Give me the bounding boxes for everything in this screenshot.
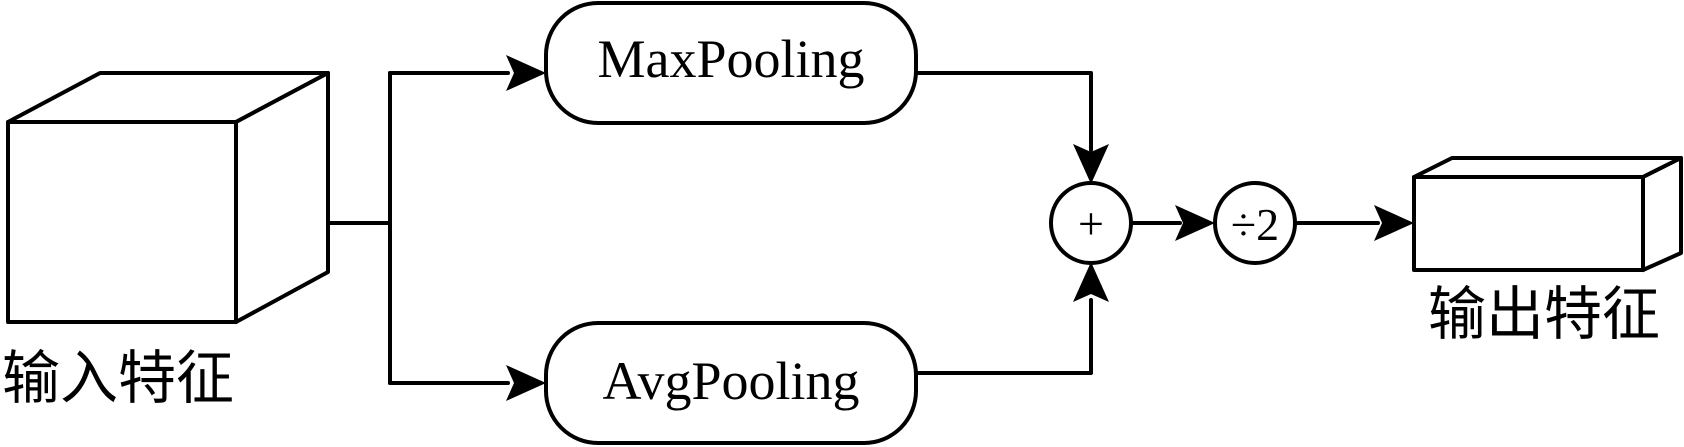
- arrow-into-divide: [1175, 205, 1215, 241]
- maxpooling-block: [544, 1, 918, 125]
- arrow-into-output: [1374, 205, 1414, 241]
- output-cube-top-face: [1412, 156, 1683, 179]
- avgpooling-block: [544, 321, 918, 445]
- input-feature-label: 输入特征: [2, 344, 234, 412]
- arrow-into-maxpool: [506, 55, 546, 91]
- output-feature-cube: [1412, 156, 1683, 272]
- maxpooling-label: MaxPooling: [597, 29, 864, 89]
- output-cube-front-face: [1412, 175, 1645, 272]
- maxpool-to-adder-line: [914, 71, 1093, 152]
- input-feature-cube: [6, 71, 330, 324]
- input-cube-front-face: [6, 120, 238, 324]
- add-operator-label: +: [1078, 198, 1104, 249]
- output-cube-side-face: [1641, 156, 1683, 272]
- output-feature-label: 输出特征: [1428, 280, 1660, 348]
- arrow-into-adder-top: [1073, 144, 1109, 184]
- divide-operator-label: ÷2: [1231, 199, 1279, 250]
- arrow-into-adder-bottom: [1073, 262, 1109, 302]
- avgpooling-label: AvgPooling: [602, 351, 859, 411]
- arrow-into-avgpool: [506, 365, 546, 401]
- avgpool-to-adder-line: [914, 298, 1093, 375]
